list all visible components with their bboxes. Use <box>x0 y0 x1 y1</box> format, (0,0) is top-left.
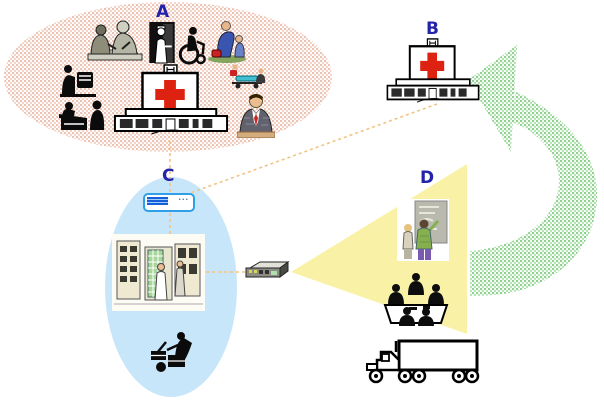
emergency-gurney-icon <box>228 62 268 90</box>
window-title-block <box>147 197 168 205</box>
semi-truck-icon <box>363 338 481 385</box>
training-presentation-icon <box>397 199 449 261</box>
window-dots: ... <box>178 192 189 202</box>
team-meeting-icon <box>379 271 453 326</box>
flow-arrow <box>468 45 598 296</box>
hospital-a-icon <box>112 64 230 136</box>
red-cross-icon <box>420 52 445 80</box>
clerk-at-copier-icon <box>54 62 102 98</box>
nurse-at-door-icon <box>147 21 177 64</box>
application-window: ... <box>143 192 195 212</box>
region-a-label: A <box>156 2 170 22</box>
caregiver-icon <box>206 19 248 63</box>
delivery-handcart-icon <box>148 328 198 374</box>
surgeons-icon <box>84 18 146 64</box>
server-room-icon <box>112 234 205 311</box>
red-cross-icon <box>155 80 185 109</box>
region-d-label: D <box>420 168 435 188</box>
region-c-label: C <box>162 166 175 186</box>
wheelchair-patient-icon <box>177 24 207 65</box>
region-b-label: B <box>426 19 439 39</box>
network-router-icon <box>244 258 290 282</box>
reception-desk-icon <box>57 98 107 132</box>
physician-at-desk-icon <box>237 92 275 138</box>
hospital-b-icon <box>385 38 481 104</box>
